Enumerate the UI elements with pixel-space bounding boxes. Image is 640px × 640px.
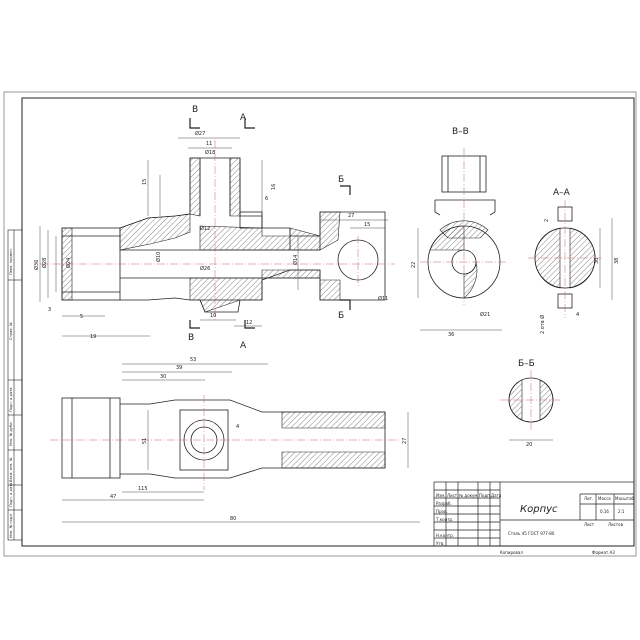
- dim-d12b: 12: [246, 320, 252, 326]
- plan-dims: [62, 363, 420, 523]
- side-label-5: Подп. и дата: [9, 483, 13, 507]
- plan-dim-4: 4: [236, 424, 239, 430]
- role-3: Н.контр.: [436, 533, 454, 538]
- outer-frame: [3, 91, 637, 557]
- dim-d28: Ø28: [41, 258, 48, 268]
- section-aa-title: А–А: [553, 188, 571, 198]
- cut-labels: В А В А Б Б: [188, 105, 344, 351]
- section-bb-hatch: [429, 220, 489, 299]
- dim-d14: Ø14: [292, 255, 299, 265]
- plan-dim-47: 47: [110, 494, 116, 500]
- plan-dim-51: 51: [142, 438, 148, 444]
- dim-d27: Ø27: [195, 130, 205, 137]
- dim-d15b: 15: [364, 222, 370, 228]
- row-h-4: Дата: [491, 493, 502, 498]
- row-h-0: Изм.: [436, 493, 445, 498]
- lit-header: Лит.: [584, 496, 593, 501]
- mass-header: Масса: [598, 496, 611, 501]
- main-dim-labels: Ø27 11 Ø18 15 16 6 Ø12 Ø26 Ø14 27 15 Ø11…: [33, 130, 388, 340]
- dim-d11b: Ø11: [378, 295, 388, 302]
- mark-b-top: Б: [338, 175, 344, 185]
- dim-d6: 6: [265, 196, 268, 202]
- dim-d26: Ø26: [200, 265, 210, 272]
- dim-d15: 15: [142, 179, 148, 185]
- plan-dim-115: 115: [138, 486, 148, 492]
- dim-d16: 16: [271, 184, 277, 190]
- row-h-2: № докум.: [459, 493, 479, 498]
- section-bb-dims: [417, 228, 502, 331]
- aa-dim-4: 4: [576, 312, 579, 318]
- dim-d10: 10: [210, 313, 216, 319]
- bb-dim-22: 22: [411, 262, 417, 268]
- dim-d27b: 27: [348, 213, 354, 219]
- bb-dim-21: Ø21: [480, 311, 490, 318]
- plan-centerlines: [50, 395, 400, 490]
- dim-d18: Ø18: [205, 149, 215, 156]
- side-label-4: Взам. инв. №: [9, 457, 13, 482]
- mark-v-bot: В: [188, 333, 194, 343]
- section-bb-centerlines: [420, 148, 508, 305]
- role-2: Т.контр.: [435, 517, 453, 522]
- side-strip: [7, 229, 23, 541]
- aa-dim-30: 30: [594, 258, 600, 264]
- dim-d36: Ø36: [33, 260, 40, 270]
- side-label-0: Перв. примен.: [9, 248, 13, 275]
- sheets-label: Листов: [608, 522, 624, 527]
- mark-a-bot: А: [240, 341, 247, 351]
- part-name: Корпус: [520, 504, 558, 515]
- row-h-3: Подп.: [479, 493, 491, 498]
- dim-d3: 3: [48, 307, 51, 313]
- main-dimensions: [39, 137, 388, 337]
- mass-value: 0,16: [600, 509, 609, 514]
- aa-dim-2: 2: [544, 219, 550, 222]
- section-aa-dims: [599, 218, 613, 300]
- dim-d12: Ø12: [200, 225, 210, 232]
- plan-dim-labels: 53 39 30 4 27 51 47 115 80: [110, 357, 408, 522]
- title-block: [433, 481, 635, 547]
- material-label: Сталь 45 ГОСТ 977-80: [508, 531, 555, 536]
- dim-d19: 19: [90, 334, 96, 340]
- aa-dim-2holes: 2 отв Ø: [539, 315, 546, 334]
- dim-d11: 11: [206, 141, 212, 147]
- sheet-label: Лист: [584, 522, 595, 527]
- plan-dim-27: 27: [402, 438, 408, 444]
- copied-label: Копировал: [500, 550, 523, 555]
- plan-view-hatch: [281, 411, 386, 469]
- plan-dim-39: 39: [176, 365, 182, 371]
- aa-dim-38: 38: [614, 258, 620, 264]
- bbb-dim-20: 20: [526, 442, 532, 448]
- dim-d5: 5: [80, 314, 83, 320]
- plan-dim-80: 80: [230, 516, 236, 522]
- section-bbb-title: Б–Б: [518, 359, 535, 369]
- plan-dim-53: 53: [190, 357, 196, 363]
- mark-b-bot: Б: [338, 311, 344, 321]
- cut-markers: [189, 118, 351, 329]
- plan-dim-30: 30: [160, 374, 166, 380]
- scale-header: Масштаб: [615, 496, 635, 501]
- role-1: Пров.: [436, 509, 448, 514]
- side-label-1: Справ. №: [9, 322, 13, 340]
- dim-d10b: Ø10: [155, 252, 162, 262]
- role-4: Утв.: [436, 541, 444, 546]
- role-0: Разраб.: [436, 501, 452, 506]
- section-bbb-centerlines: [500, 370, 562, 430]
- main-centerlines: [40, 140, 395, 320]
- bb-dim-36: 36: [448, 332, 454, 338]
- row-h-1: Лист: [447, 493, 458, 498]
- mark-v-top: В: [192, 105, 198, 115]
- side-label-3: Инв. № дубл.: [9, 421, 13, 446]
- dim-d24: Ø24: [65, 258, 72, 268]
- side-label-2: Подп. и дата: [9, 388, 13, 412]
- scale-value: 2:1: [618, 509, 625, 514]
- side-label-6: Инв. № подл.: [9, 513, 13, 538]
- side-strip-labels: Перв. примен. Справ. № Подп. и дата Инв.…: [9, 248, 13, 538]
- mark-a-top: А: [240, 113, 247, 123]
- main-section-hatching: [61, 157, 341, 313]
- format-label: Формат А3: [592, 550, 615, 555]
- section-aa-centerlines: [528, 200, 602, 318]
- section-bb-title: В–В: [452, 127, 469, 137]
